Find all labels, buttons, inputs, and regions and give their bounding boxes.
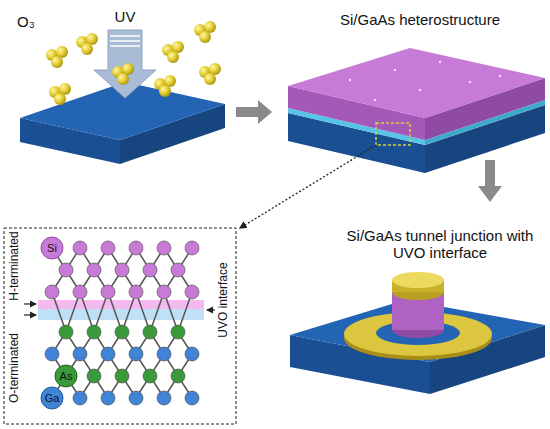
atom [171,325,185,339]
atom-label: Si [47,242,57,255]
atom [59,325,73,339]
atom [87,325,101,339]
ozone-molecules [46,21,221,105]
termination-label: H-terminated [8,231,22,300]
atom [171,369,185,383]
atom [59,263,73,277]
atom [143,263,157,277]
atom [101,241,115,255]
atom [45,391,59,405]
zoom-leader [240,145,376,228]
atom [73,391,87,405]
h-terminated-band [38,300,204,309]
atom [45,285,59,299]
atom [73,285,87,299]
process-arrow [236,100,272,124]
atom [101,285,115,299]
atom [157,241,171,255]
o-terminated-band [38,309,204,320]
atom [101,347,115,361]
process-arrow [478,160,502,202]
panel-title: Si/GaAs tunnel junction with UVO interfa… [345,227,535,262]
atom [185,391,199,405]
zoom-marker [376,123,410,145]
atom [129,391,143,405]
atom [129,285,143,299]
pointer-arrow [24,314,36,315]
atom [157,391,171,405]
atomic-lattice [45,241,199,405]
atom [73,241,87,255]
termination-label: O-terminated [8,333,22,403]
atom [73,347,87,361]
atom [87,369,101,383]
atom [143,325,157,339]
pointer-arrow [207,309,215,310]
atom [129,347,143,361]
atom [101,391,115,405]
panel-title: Si/GaAs heterostructure [340,11,500,28]
atom [185,285,199,299]
pointer-arrow [24,303,36,304]
atom-label: Ga [45,392,60,405]
interface-label: UVO interface [217,262,231,337]
atom [185,241,199,255]
labelled-atoms [41,237,77,409]
atom [115,325,129,339]
atom [87,263,101,277]
mesa-pillar [392,272,444,338]
heterostructure-block [288,48,545,173]
zoom-frame [4,228,236,424]
atom [157,285,171,299]
atom [143,369,157,383]
atom [45,347,59,361]
atom [185,347,199,361]
atom [59,369,73,383]
atom-label: As [60,370,73,383]
atom [129,241,143,255]
atom [171,263,185,277]
uv-arrow [94,30,156,98]
uv-label: UV [115,8,136,25]
atom [115,369,129,383]
atom [157,347,171,361]
atom [115,263,129,277]
ozone-label: O₃ [17,13,35,30]
